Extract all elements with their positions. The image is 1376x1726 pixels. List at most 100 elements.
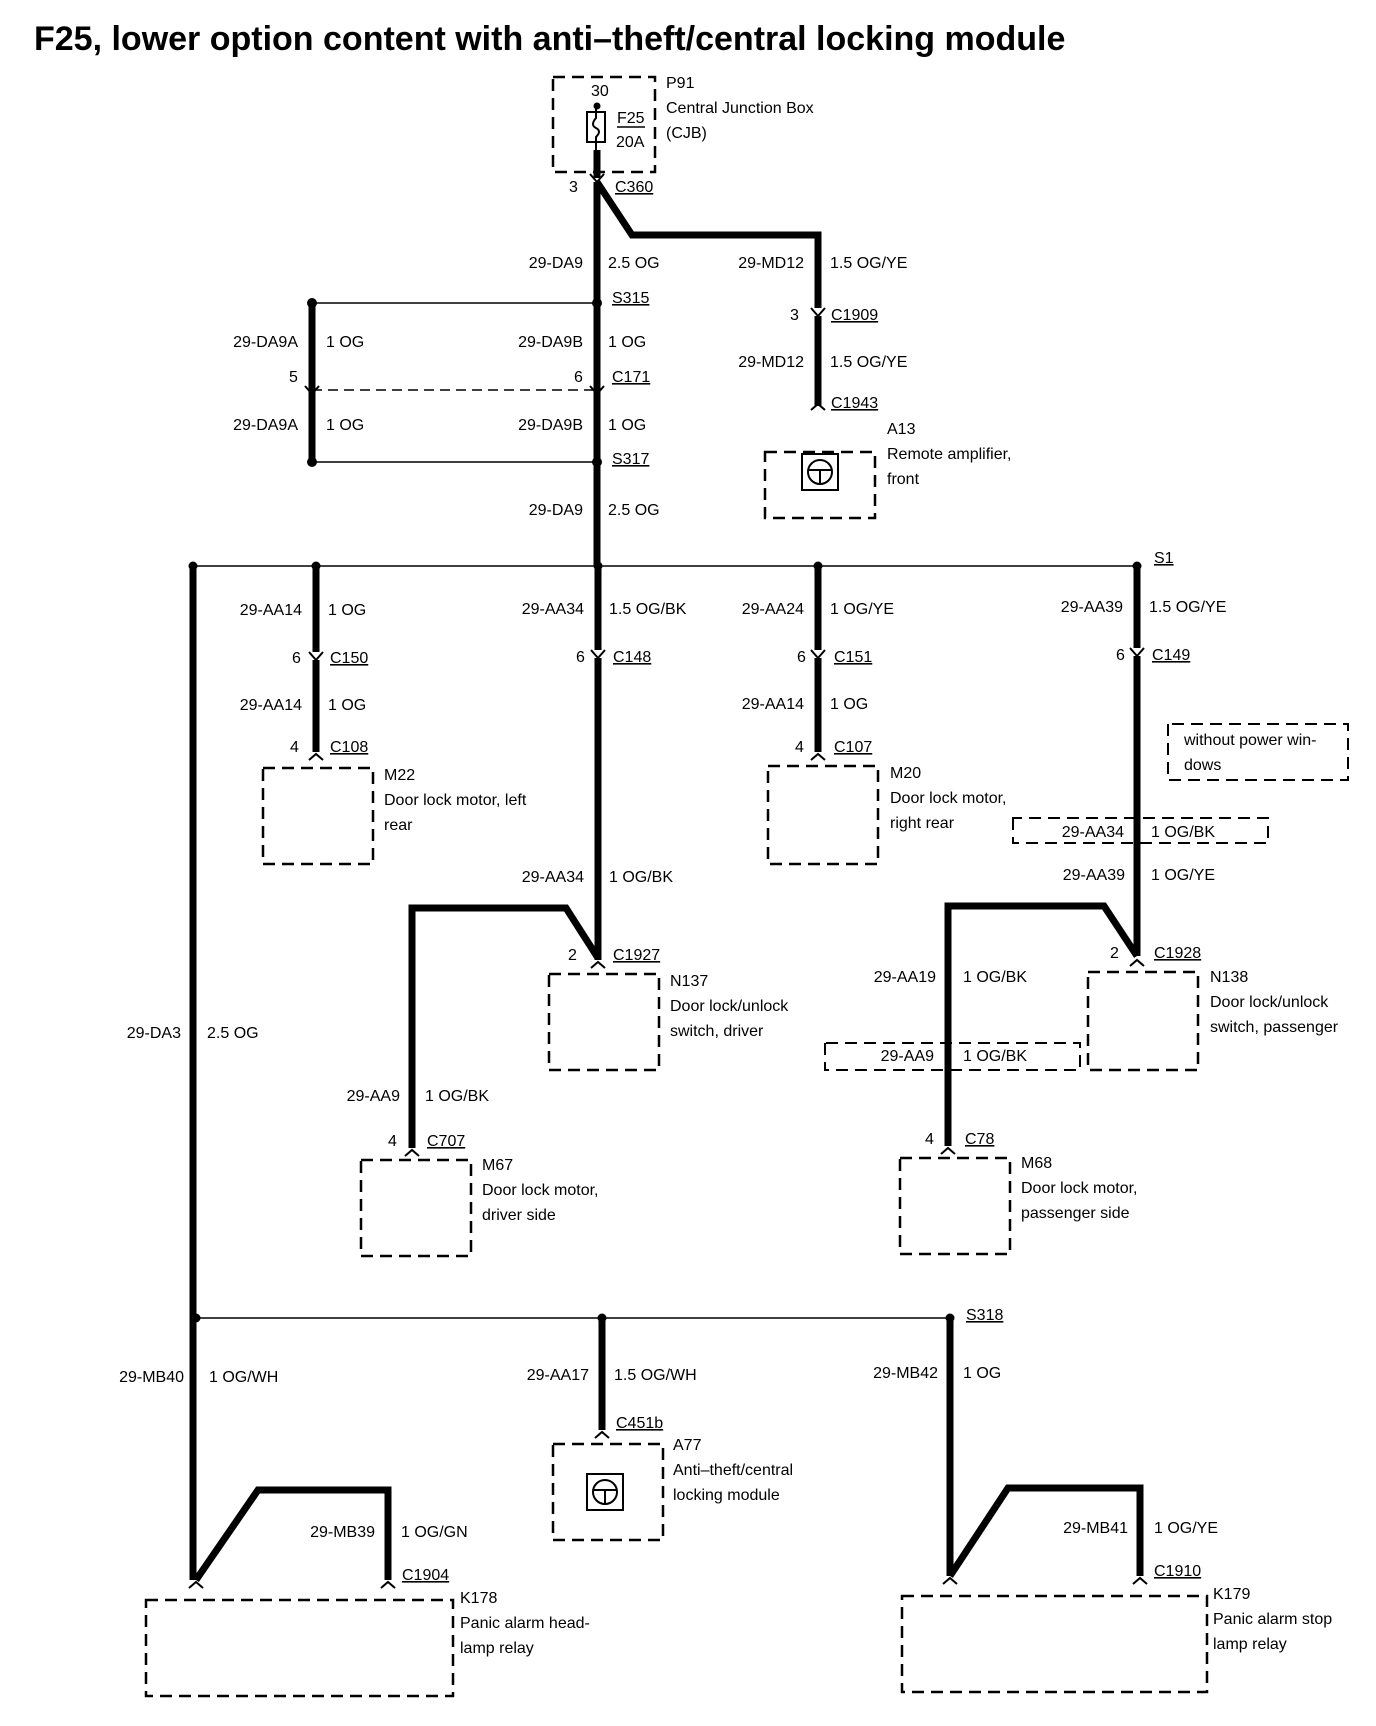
c107-pin: 4 (795, 739, 804, 756)
module-icons (586, 453, 839, 1511)
a77-line1: Anti–theft/central (673, 1462, 793, 1479)
c149-pin: 6 (1116, 647, 1125, 664)
fuse-pin: 30 (591, 83, 609, 100)
wire-spec: 1 OG (326, 417, 364, 434)
wire-id: 29-AA24 (742, 601, 804, 618)
wire-id: 29-DA9B (518, 334, 583, 351)
wire-spec: 1 OG (608, 417, 646, 434)
k178-ref: K178 (460, 1590, 497, 1607)
option-brackets: 29-AA34 without power win- dows (824, 723, 1349, 1071)
n137-ref: N137 (670, 973, 708, 990)
steering-wheel-icon (586, 1473, 624, 1511)
wire-spec: 1 OG (328, 697, 366, 714)
wire-spec: 1.5 OG/YE (830, 255, 907, 272)
c148-label: C148 (613, 649, 651, 666)
fuse-id: F25 (617, 110, 645, 127)
wire-spec: 1 OG/BK (425, 1088, 489, 1105)
wire-spec: 2.5 OG (608, 255, 660, 272)
c1927-label: C1927 (613, 947, 660, 964)
m68-line2: passenger side (1021, 1205, 1130, 1222)
fuse-box-abbrev: (CJB) (666, 125, 707, 142)
a13-line2: front (887, 471, 920, 488)
a13-line1: Remote amplifier, (887, 446, 1012, 463)
c707-label: C707 (427, 1133, 465, 1150)
wire-id: 29-MD12 (738, 255, 804, 272)
n138-line1: Door lock/unlock (1210, 994, 1329, 1011)
c107-label: C107 (834, 739, 872, 756)
c1904-label: C1904 (402, 1567, 449, 1584)
wire-id: 29-MB41 (1063, 1520, 1128, 1537)
connector-labels: 3 C360 3 C1909 C1943 5 6 C171 6 C150 4 C… (289, 179, 1201, 1584)
c451b-label: C451b (616, 1415, 663, 1432)
m20-line1: Door lock motor, (890, 790, 1006, 807)
m22-ref: M22 (384, 767, 415, 784)
c108-label: C108 (330, 739, 368, 756)
wire-spec: 1 OG/GN (401, 1524, 468, 1541)
k179-ref: K179 (1213, 1586, 1250, 1603)
k178-line1: Panic alarm head- (460, 1615, 590, 1632)
c171-label: C171 (612, 369, 650, 386)
wire-id: 29-AA34 (522, 869, 584, 886)
m67-line2: driver side (482, 1207, 556, 1224)
k179-line1: Panic alarm stop (1213, 1611, 1332, 1628)
wire-spec: 1.5 OG/YE (1149, 599, 1226, 616)
connector-glyphs (188, 173, 1148, 1589)
wire-id: 29-MB39 (310, 1524, 375, 1541)
c78-pin: 4 (925, 1131, 934, 1148)
wire-spec: 1 OG/YE (1154, 1520, 1218, 1537)
wire-spec: 1 OG (328, 602, 366, 619)
wire-id: 29-DA9 (529, 502, 583, 519)
k179-line2: lamp relay (1213, 1636, 1287, 1653)
c1943-label: C1943 (831, 395, 878, 412)
c171-pin-right: 6 (574, 369, 583, 386)
wire-id: 29-AA14 (240, 697, 302, 714)
c78-label: C78 (965, 1131, 994, 1148)
wire-spec: 1 OG/BK (609, 869, 673, 886)
splice-dots (188, 298, 1142, 1323)
m20-line2: right rear (890, 815, 955, 832)
a13-ref: A13 (887, 421, 916, 438)
wire-id: 29-AA34 (1062, 824, 1124, 841)
note-line1: without power win- (1183, 732, 1317, 749)
wire-spec: 1 OG (963, 1365, 1001, 1382)
c149-label: C149 (1152, 647, 1190, 664)
note-line2: dows (1184, 757, 1221, 774)
c1928-label: C1928 (1154, 945, 1201, 962)
n138-line2: switch, passenger (1210, 1019, 1339, 1036)
n137-line1: Door lock/unlock (670, 998, 789, 1015)
wire-spec: 1 OG (830, 696, 868, 713)
component-labels: A13 Remote amplifier, front M22 Door loc… (384, 421, 1339, 1657)
splice-lines (193, 302, 1137, 1319)
wire-id: 29-AA19 (874, 969, 936, 986)
fuse-box-name: Central Junction Box (666, 100, 814, 117)
m68-ref: M68 (1021, 1155, 1052, 1172)
wire-labels: 29-DA9 2.5 OG 29-MD12 1.5 OG/YE 29-MD12 … (119, 255, 1226, 1541)
c707-pin: 4 (388, 1133, 397, 1150)
m22-line2: rear (384, 817, 413, 834)
wire-id: 29-AA17 (527, 1367, 589, 1384)
n138-ref: N138 (1210, 969, 1248, 986)
s315-label: S315 (612, 290, 649, 307)
wire-spec: 1 OG (608, 334, 646, 351)
c150-label: C150 (330, 650, 368, 667)
a77-ref: A77 (673, 1437, 702, 1454)
wire-id: 29-AA14 (742, 696, 804, 713)
c151-pin: 6 (797, 649, 806, 666)
s318-label: S318 (966, 1307, 1003, 1324)
n137-line2: switch, driver (670, 1023, 764, 1040)
k178-line2: lamp relay (460, 1640, 534, 1657)
wire-id: 29-AA39 (1063, 867, 1125, 884)
wire-id: 29-AA9 (881, 1048, 934, 1065)
splice-labels: S315 S317 S1 S318 (612, 290, 1174, 1324)
wire-id: 29-DA9 (529, 255, 583, 272)
s1-label: S1 (1154, 550, 1174, 567)
m67-ref: M67 (482, 1157, 513, 1174)
s317-label: S317 (612, 451, 649, 468)
wire-spec: 1 OG/WH (209, 1369, 278, 1386)
wire-spec: 1.5 OG/YE (830, 354, 907, 371)
wire-spec: 2.5 OG (207, 1025, 259, 1042)
component-boxes (144, 450, 1209, 1698)
wire-id: 29-AA9 (347, 1088, 400, 1105)
a77-line2: locking module (673, 1487, 780, 1504)
